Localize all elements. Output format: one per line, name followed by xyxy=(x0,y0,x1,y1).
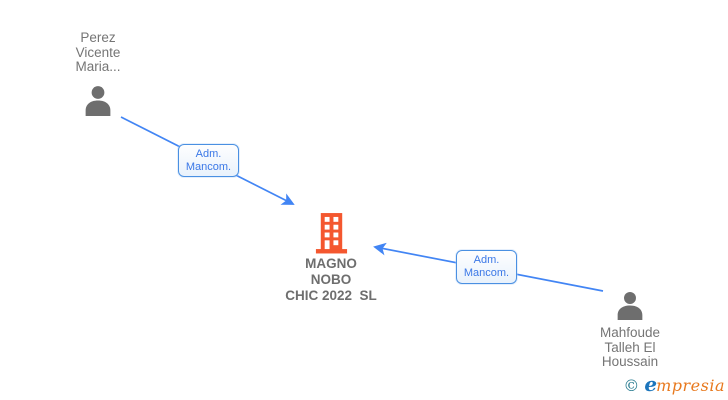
person1-name: Perez Vicente Maria... xyxy=(75,30,121,74)
node-person-perez[interactable]: Perez Vicente Maria... xyxy=(38,30,158,116)
person2-name: Mahfoude Talleh El Houssain xyxy=(599,325,661,369)
copyright-icon: © xyxy=(623,376,640,395)
person-icon xyxy=(617,292,643,320)
brand-initial: e xyxy=(644,372,657,396)
person-icon xyxy=(85,85,111,116)
edge-label-adm-mancom-1[interactable]: Adm. Mancom. xyxy=(178,144,239,177)
node-company-magno-nobo-chic[interactable]: MAGNO NOBO CHIC 2022 SL xyxy=(271,213,391,304)
edge-label-adm-mancom-2[interactable]: Adm. Mancom. xyxy=(456,250,517,284)
brand-name: mpresia xyxy=(656,376,725,395)
empresia-logo[interactable]: © e mpresia xyxy=(623,372,725,396)
company-name: MAGNO NOBO CHIC 2022 SL xyxy=(285,256,377,303)
building-icon xyxy=(315,213,347,254)
node-person-mahfoude[interactable]: Mahfoude Talleh El Houssain xyxy=(570,291,690,370)
